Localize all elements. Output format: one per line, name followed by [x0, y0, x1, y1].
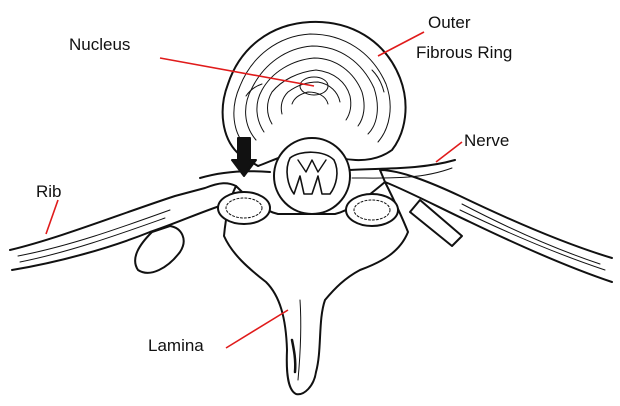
leader-nerve [436, 142, 462, 162]
spinal-cord [287, 152, 337, 194]
label-nucleus: Nucleus [69, 35, 130, 55]
nerve-right [350, 160, 455, 170]
label-lamina: Lamina [148, 336, 204, 356]
leader-lamina [226, 310, 288, 348]
label-rib: Rib [36, 182, 62, 202]
label-outer-fibrous-ring-line2: Fibrous Ring [416, 43, 512, 63]
right-rib [380, 170, 612, 282]
nerve-left [200, 171, 270, 178]
label-outer-fibrous-ring-line1: Outer [428, 13, 471, 33]
label-nerve: Nerve [464, 131, 509, 151]
leader-rib [46, 200, 58, 234]
